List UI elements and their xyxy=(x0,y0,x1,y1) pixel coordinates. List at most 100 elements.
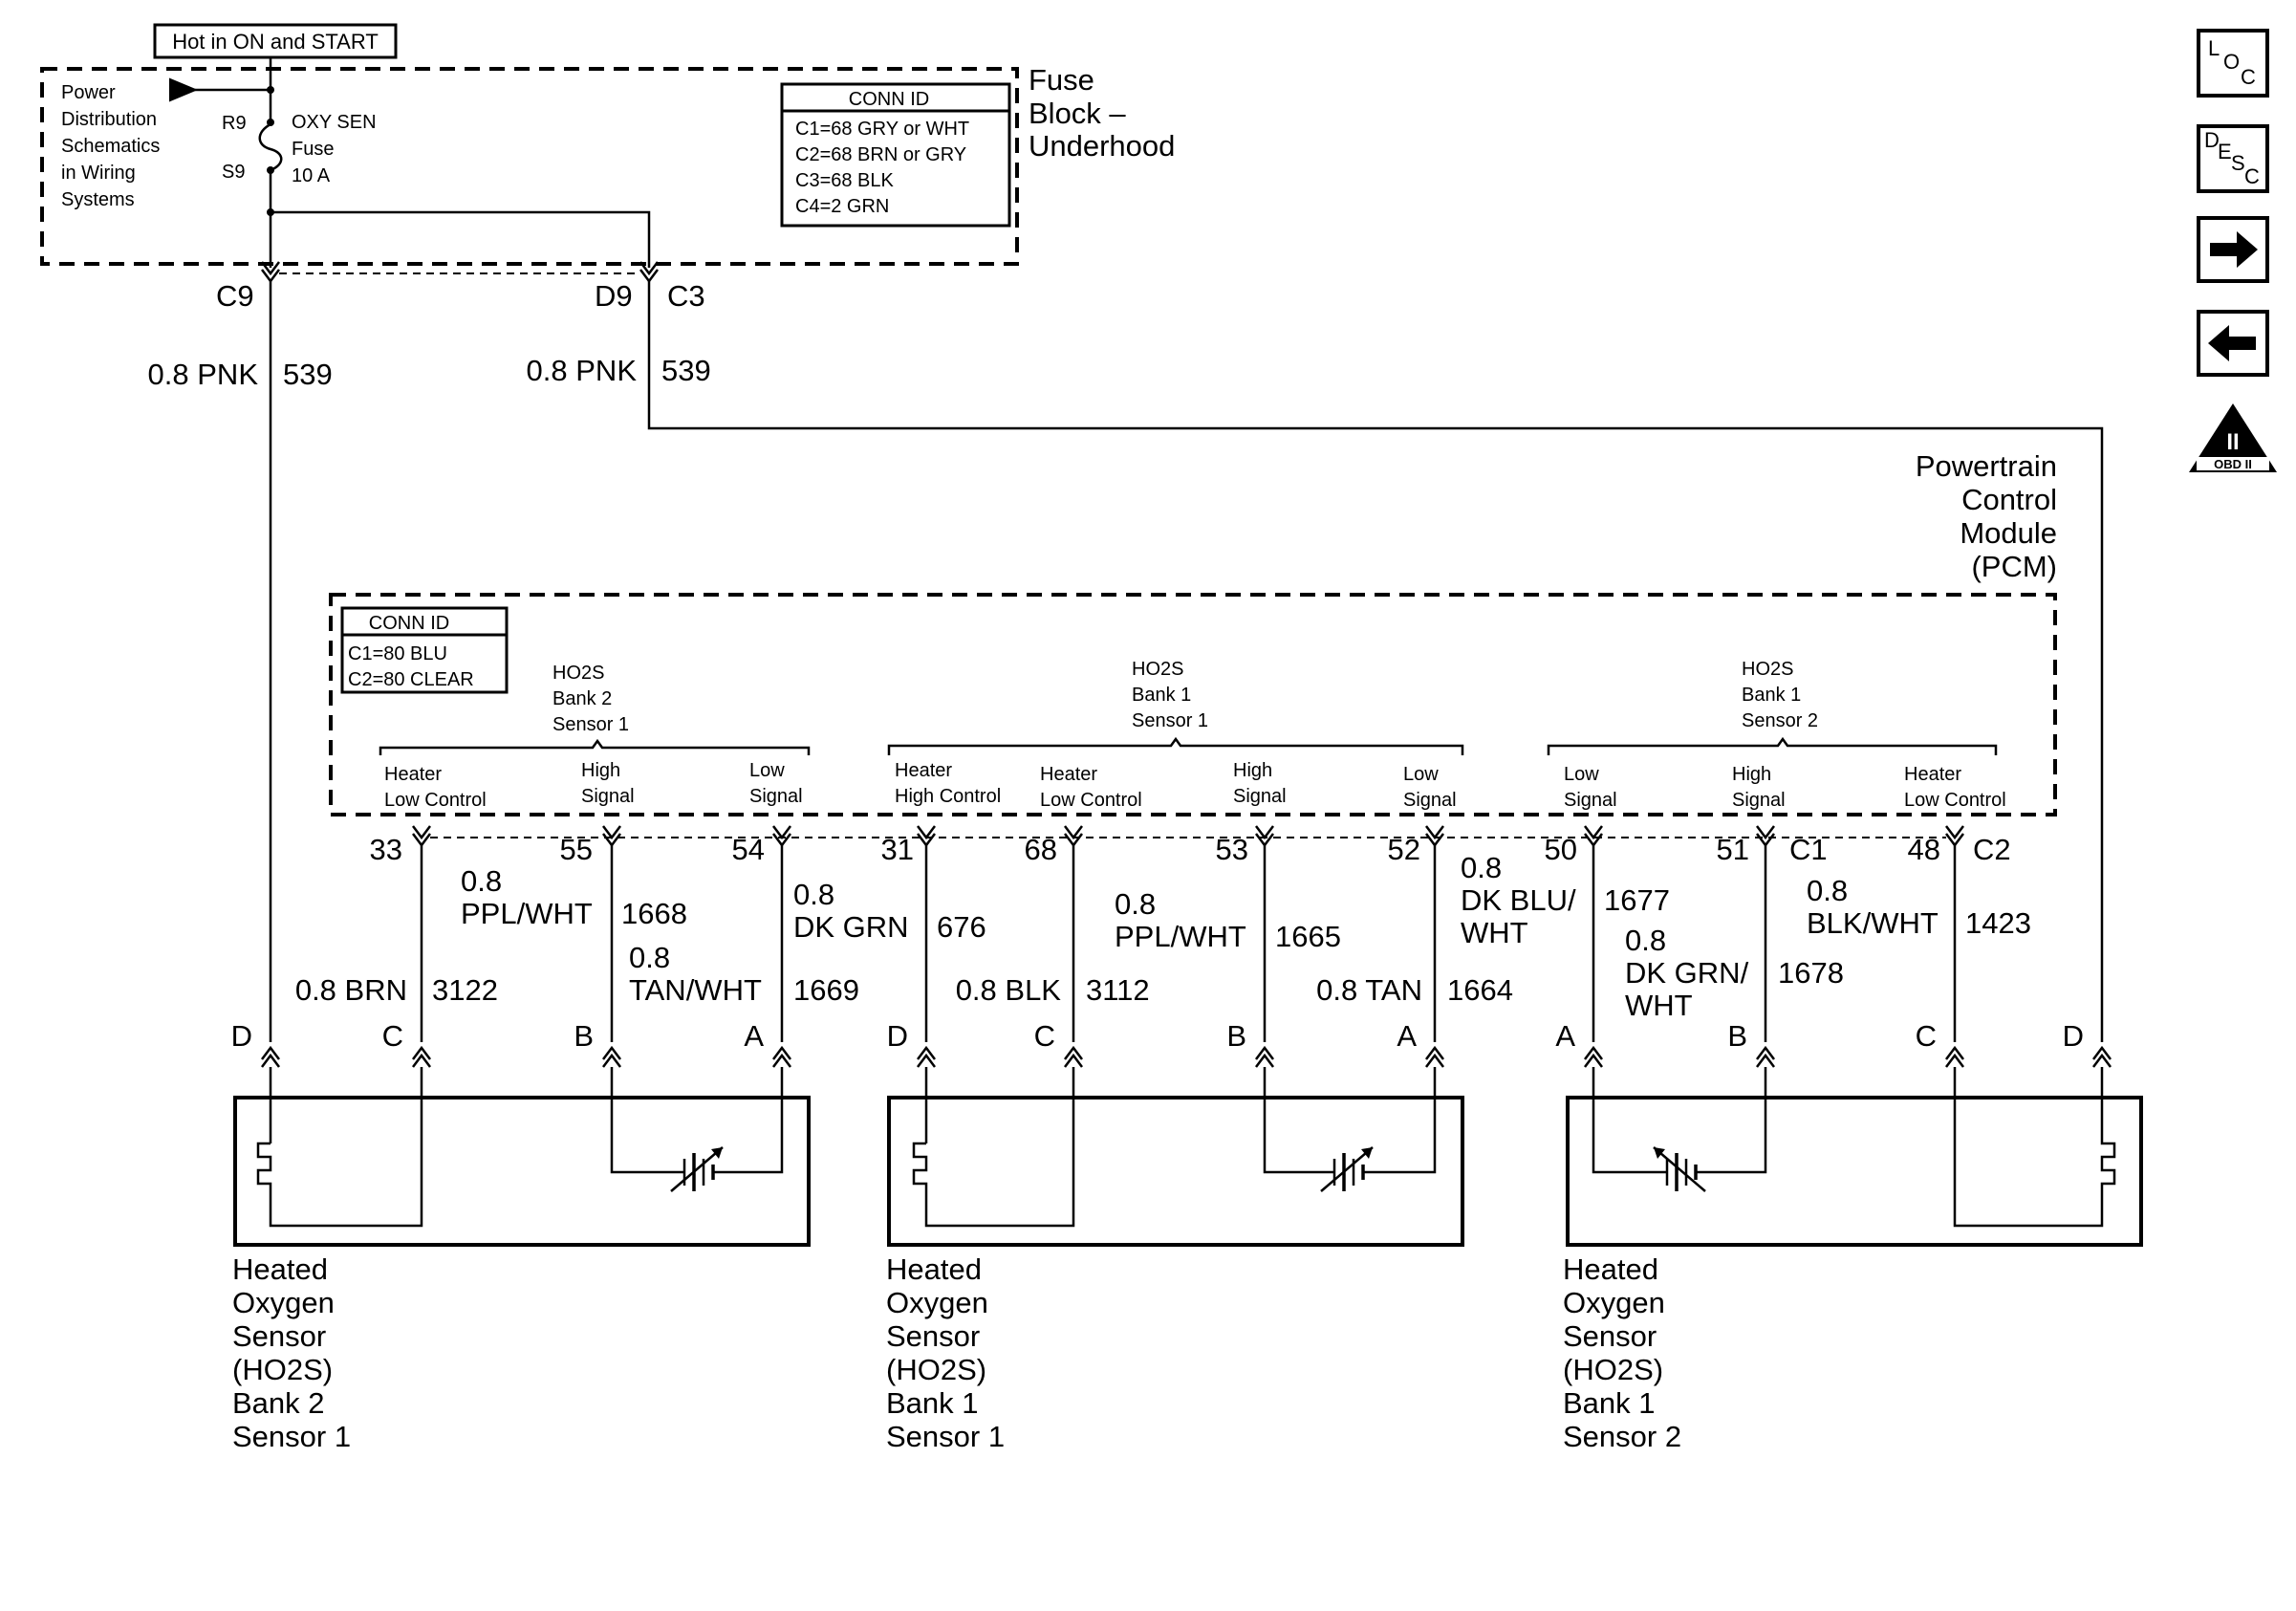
heater-element-icon xyxy=(912,1067,1075,1228)
pin-51: 51 xyxy=(1717,833,1749,866)
sensing-cell-icon xyxy=(670,1146,724,1192)
loc-letter-o: O xyxy=(2223,50,2240,74)
fuse-block-name-3: Underhood xyxy=(1029,129,1175,163)
group-b1s2-title-1: HO2S xyxy=(1742,659,1793,680)
desc-letter-s: S xyxy=(2231,151,2245,175)
arrow-right-icon xyxy=(2210,231,2258,268)
pin-d9: D9 xyxy=(595,279,633,313)
supply-wire-2-circuit: 539 xyxy=(661,354,711,387)
obd-ii-button[interactable]: II OBD II xyxy=(2189,403,2277,472)
wire-1678-color-2: DK GRN/ xyxy=(1625,956,1749,990)
obd-numeral: II xyxy=(2226,429,2239,455)
supply-wire-2-color: 0.8 PNK xyxy=(527,354,638,387)
sensor-b1s2-name-3: Sensor xyxy=(1563,1319,1657,1353)
pin-52: 52 xyxy=(1388,833,1420,866)
wire-1668-color-1: 0.8 xyxy=(461,864,502,898)
group-b1s1-title-2: Bank 1 xyxy=(1132,685,1191,706)
pin-55: 55 xyxy=(560,833,593,866)
fuse-conn-c4: C4=2 GRN xyxy=(795,196,889,217)
fuse-block-name-2: Block – xyxy=(1029,97,1126,130)
wire-1678-color-1: 0.8 xyxy=(1625,924,1666,957)
pds-line-4: in Wiring xyxy=(61,163,136,184)
fn-50-1: Low xyxy=(1564,764,1599,785)
fn-53-2: Signal xyxy=(1233,786,1287,807)
loc-letter-l: L xyxy=(2208,36,2220,60)
sensing-cell-icon xyxy=(1653,1146,1706,1192)
fn-33-2: Low Control xyxy=(384,790,487,811)
desc-button[interactable]: D E S C xyxy=(2197,124,2269,193)
fn-52-2: Signal xyxy=(1403,790,1457,811)
desc-letter-d: D xyxy=(2204,128,2220,152)
wire-1668-circuit: 1668 xyxy=(621,897,687,930)
s3-pin-a: A xyxy=(1555,1019,1575,1053)
sensor-b1s1-name-3: Sensor xyxy=(886,1319,980,1353)
fn-68-1: Heater xyxy=(1040,764,1097,785)
hot-label-box xyxy=(153,23,398,59)
wire-3112-color: 0.8 BLK xyxy=(956,973,1062,1007)
next-button[interactable] xyxy=(2197,216,2269,283)
sensor-b2s1-name-2: Oxygen xyxy=(232,1286,335,1319)
sensor-b2s1-name-3: Sensor xyxy=(232,1319,326,1353)
sensor-b1s2-name-4: (HO2S) xyxy=(1563,1353,1663,1386)
pcm-conn-c2: C2=80 CLEAR xyxy=(348,669,474,690)
sensor-b1s1-name-2: Oxygen xyxy=(886,1286,988,1319)
fuse-label: OXY SEN Fuse 10 A xyxy=(292,112,377,186)
s2-pin-b: B xyxy=(1226,1019,1246,1053)
wire-1677-color-2: DK BLU/ xyxy=(1461,883,1576,917)
fn-51-1: High xyxy=(1732,764,1771,785)
fuse-block-outline xyxy=(40,67,1019,266)
sensor-b1s1-name-1: Heated xyxy=(886,1252,982,1286)
fuse-conn-c3: C3=68 BLK xyxy=(795,170,895,191)
connector-tag-c2: C2 xyxy=(1973,833,2011,866)
back-button[interactable] xyxy=(2197,310,2269,377)
wire-1665-circuit: 1665 xyxy=(1275,920,1341,953)
s1-pin-b: B xyxy=(574,1019,594,1053)
fn-55-2: Signal xyxy=(581,786,635,807)
wire-1665-color-1: 0.8 xyxy=(1115,887,1156,921)
pcm-group-b2s1: HO2S Bank 2 Sensor 1 xyxy=(379,663,811,755)
pin-r9: R9 xyxy=(222,113,247,134)
fn-55-1: High xyxy=(581,760,620,781)
wire-1664-color: 0.8 TAN xyxy=(1316,973,1422,1007)
pin-c3: C3 xyxy=(667,279,705,313)
fn-48-2: Low Control xyxy=(1904,790,2006,811)
s1-pin-c: C xyxy=(382,1019,403,1053)
pds-line-2: Distribution xyxy=(61,109,157,130)
pcm-pin-numbers: 33 55 54 31 68 53 52 50 51 C1 48 C2 xyxy=(370,833,2011,866)
sensor-pin-letters: D C B A D C B A A B C D xyxy=(231,1019,2084,1053)
wire-1678-circuit: 1678 xyxy=(1778,956,1844,990)
connector-tag-c1: C1 xyxy=(1789,833,1828,866)
pcm-name-4: (PCM) xyxy=(1971,550,2057,583)
wire-676-color-2: DK GRN xyxy=(793,910,909,944)
fuse-label-1: OXY SEN xyxy=(292,112,377,133)
loc-button[interactable]: L O C xyxy=(2197,29,2269,98)
pin-c9: C9 xyxy=(216,279,254,313)
sensor-b1s2-name-5: Bank 1 xyxy=(1563,1386,1656,1420)
heater-element-icon xyxy=(256,1067,423,1228)
s3-pin-c: C xyxy=(1916,1019,1937,1053)
pcm-conn-id-title: CONN ID xyxy=(369,613,449,634)
pcm-group-b1s2: HO2S Bank 1 Sensor 2 xyxy=(1547,659,1998,755)
wire-3112-circuit: 3112 xyxy=(1086,973,1150,1007)
sensor-b1s2: Heated Oxygen Sensor (HO2S) Bank 1 Senso… xyxy=(1563,1067,2143,1453)
group-b2s1-title-1: HO2S xyxy=(552,663,604,684)
fn-48-1: Heater xyxy=(1904,764,1961,785)
sensor-b2s1-name-6: Sensor 1 xyxy=(232,1420,351,1453)
wire-676-color-1: 0.8 xyxy=(793,878,834,911)
wire-1678-color-3: WHT xyxy=(1625,989,1693,1022)
wire-3122-circuit: 3122 xyxy=(432,973,498,1007)
pin-50: 50 xyxy=(1545,833,1577,866)
group-b1s2-title-3: Sensor 2 xyxy=(1742,710,1818,731)
pin-48: 48 xyxy=(1908,833,1940,866)
supply-wire-1-color: 0.8 PNK xyxy=(148,358,259,391)
loc-letter-c: C xyxy=(2241,65,2256,89)
sensor-b1s1: Heated Oxygen Sensor (HO2S) Bank 1 Senso… xyxy=(886,1067,1464,1453)
wire-1669-color-1: 0.8 xyxy=(629,941,670,974)
fuse-conn-c2: C2=68 BRN or GRY xyxy=(795,144,966,165)
arrow-left-icon xyxy=(2208,325,2256,361)
fn-33-1: Heater xyxy=(384,764,442,785)
s3-pin-d: D xyxy=(2063,1019,2084,1053)
fuse-conn-c1: C1=68 GRY or WHT xyxy=(795,119,969,140)
group-b2s1-title-3: Sensor 1 xyxy=(552,714,629,735)
